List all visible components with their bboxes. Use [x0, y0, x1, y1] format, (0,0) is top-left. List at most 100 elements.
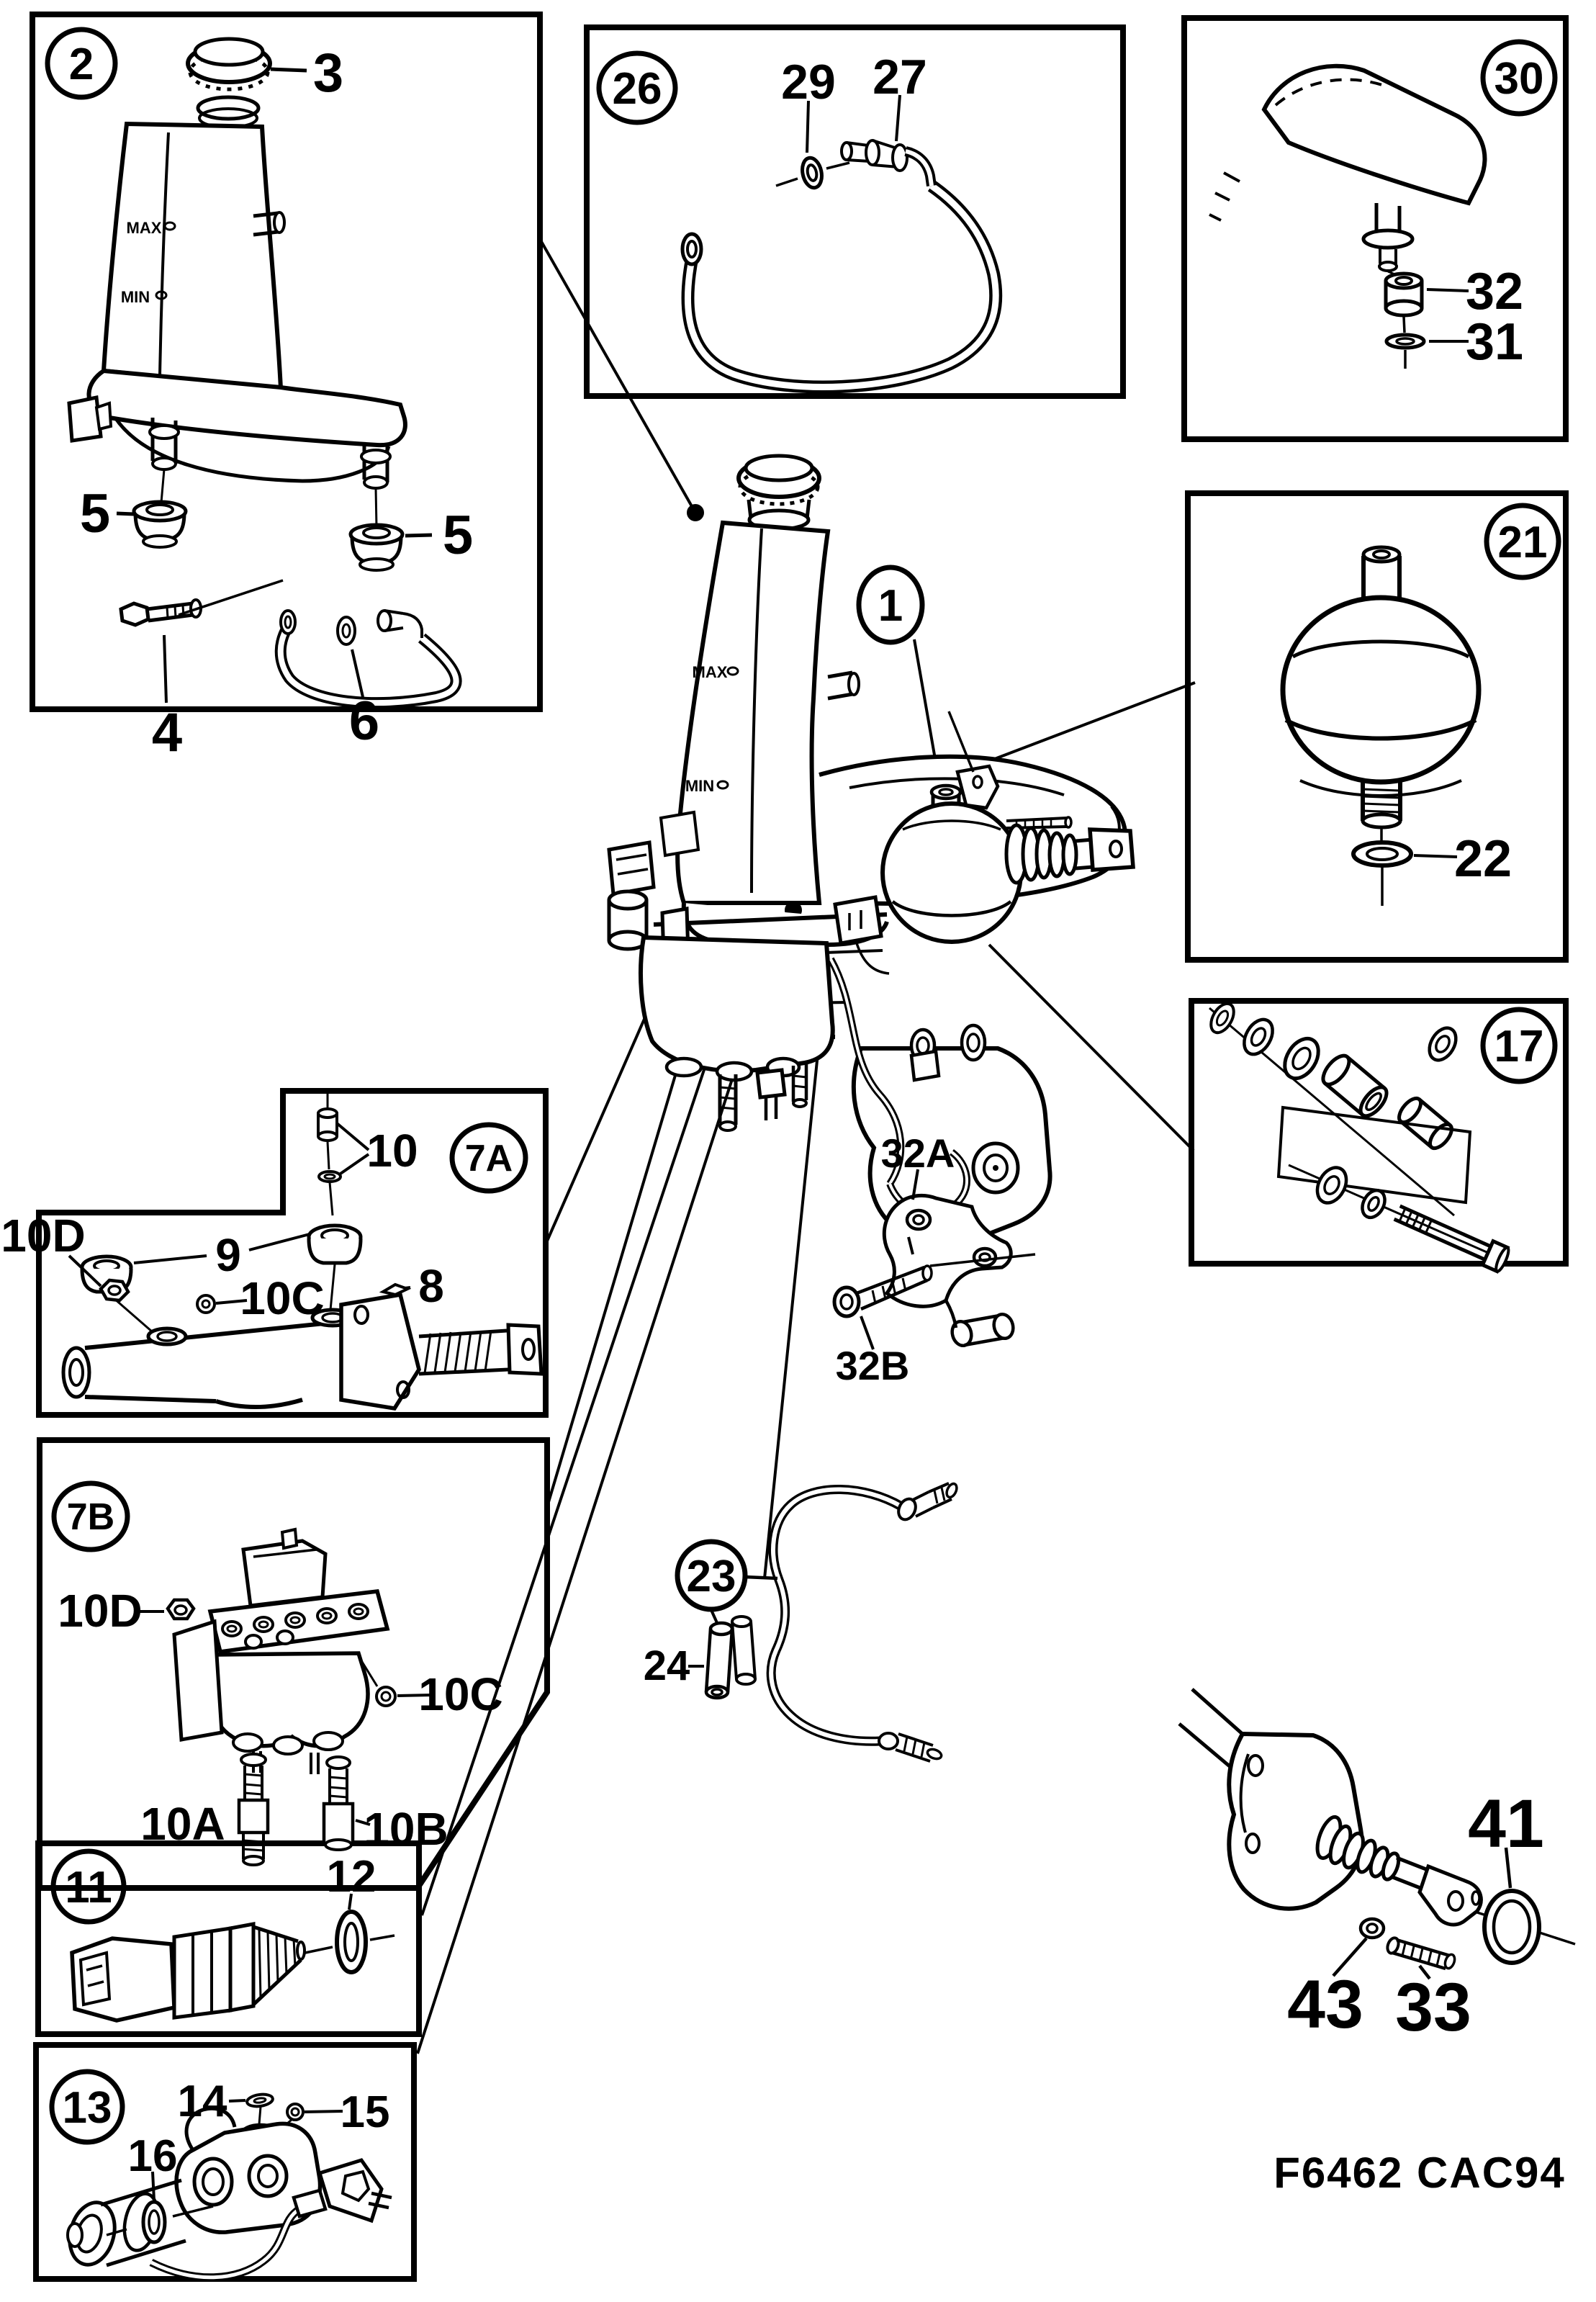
o-ring-10c-b — [357, 1655, 433, 1707]
figure-code: F6462 CAC94 — [1273, 2149, 1566, 2197]
grommet-right — [348, 523, 433, 572]
kit-piston-large — [1321, 1053, 1389, 1118]
panel-box-11 — [35, 1840, 422, 2037]
callout-circle-7b — [51, 1480, 130, 1552]
o-ring-12 — [305, 1893, 395, 1974]
seal-22 — [1351, 840, 1458, 906]
knuckle-body — [1227, 1731, 1364, 1911]
ghost-reservoir — [1261, 63, 1487, 206]
seal-ring-41 — [1476, 1847, 1576, 1965]
label-5-left: 5 — [80, 483, 110, 544]
bracket-bushing — [944, 1299, 1015, 1348]
plug-10a — [237, 1753, 270, 1866]
box11-group — [70, 1893, 395, 2023]
kit-seal-separate — [1428, 1026, 1458, 1062]
kit-cup-lower — [1315, 1166, 1348, 1205]
label-4: 4 — [152, 702, 182, 763]
nut-10d-b — [134, 1598, 196, 1621]
label-29: 29 — [781, 55, 836, 109]
callout-circle-1 — [856, 565, 925, 645]
sleeve-24 — [688, 1615, 757, 1700]
callout-7b: 7B — [67, 1496, 114, 1538]
panel-box-2 — [30, 12, 543, 712]
kit-seal-1 — [1209, 1002, 1235, 1035]
label-41: 41 — [1468, 1786, 1544, 1862]
box26-hose-group — [680, 94, 1003, 394]
nut-10d-a — [68, 1254, 130, 1303]
label-32a: 32A — [881, 1130, 955, 1176]
kit-seal-2 — [1243, 1017, 1274, 1056]
callout-2: 2 — [69, 40, 94, 89]
label-5-right: 5 — [443, 505, 473, 566]
panel-box-7a — [36, 1088, 549, 1418]
label-24: 24 — [644, 1642, 690, 1689]
label-9: 9 — [215, 1229, 241, 1281]
seal-31 — [1384, 333, 1469, 369]
panel-box-21 — [1185, 490, 1569, 963]
valve-block-7b — [172, 1527, 390, 1774]
seal-14 — [228, 2092, 274, 2125]
callout-11: 11 — [65, 1863, 112, 1912]
label-3: 3 — [313, 42, 343, 104]
max-mark: MAX — [127, 219, 162, 237]
panel-box-7b — [37, 1437, 550, 1891]
box2-reservoir-group: MAX MIN — [67, 37, 462, 709]
elbow-connector-27 — [840, 139, 937, 186]
callout-1: 1 — [878, 581, 903, 631]
panel-box-30 — [1181, 15, 1569, 442]
callout-circle-17 — [1480, 1007, 1558, 1084]
callout-circle-2 — [45, 27, 118, 100]
callout-circle-7a — [449, 1122, 528, 1194]
label-15: 15 — [341, 2087, 390, 2137]
label-10a: 10A — [140, 1798, 225, 1850]
bolt-32b — [832, 1264, 933, 1350]
callout-21: 21 — [1498, 518, 1548, 567]
bolt-4 — [119, 579, 284, 703]
plug-10b — [322, 1755, 371, 1851]
label-10c-7a: 10C — [240, 1272, 324, 1324]
label-10c-7b: 10C — [418, 1668, 502, 1720]
valve-block-lower — [639, 935, 835, 1132]
kit-10-parts — [317, 1092, 370, 1216]
label-43: 43 — [1287, 1966, 1363, 2043]
o-ring-16 — [106, 2171, 214, 2244]
washer-43 — [1332, 1917, 1386, 1977]
label-8: 8 — [418, 1260, 444, 1312]
pushrod — [1004, 816, 1135, 885]
max-mark-main: MAX — [693, 663, 728, 681]
outlet-spigot-right — [360, 442, 392, 528]
pipe-fitting-upper — [897, 1482, 958, 1521]
accumulator-sphere — [1280, 545, 1482, 841]
label-27: 27 — [873, 50, 927, 104]
pump-motor-13 — [66, 2178, 328, 2282]
pipe-23-group — [688, 1482, 958, 1763]
solenoid-left — [607, 810, 700, 951]
callout-30: 30 — [1494, 54, 1544, 104]
clevis — [1417, 1863, 1483, 1927]
valve-body-13 — [174, 2106, 392, 2234]
box21-accumulator-group — [1280, 545, 1482, 906]
stud-33 — [1386, 1936, 1456, 1980]
callout-circle-13 — [49, 2069, 125, 2145]
kit-seal-3 — [1283, 1036, 1320, 1081]
main-assembly-group: MAX MIN — [607, 454, 1135, 1274]
label-31: 31 — [1466, 313, 1523, 371]
label-12: 12 — [327, 1852, 377, 1902]
label-10b: 10B — [364, 1803, 448, 1855]
box17-repair-kit-group — [1209, 1002, 1510, 1274]
label-10d-7b: 10D — [58, 1585, 142, 1637]
pipe-fitting-lower — [878, 1732, 943, 1763]
callout-circle-11 — [50, 1848, 127, 1925]
label-33: 33 — [1395, 1969, 1471, 2046]
callout-circle-26 — [596, 50, 678, 125]
kit-gasket — [1276, 1105, 1472, 1205]
label-32b: 32B — [836, 1343, 910, 1388]
cup-seal-right — [307, 1223, 363, 1318]
seal-washer-29 — [775, 156, 850, 190]
reservoir-spigot — [1361, 203, 1415, 276]
text-labels: 2 26 30 21 17 1 7A 7B 11 13 23 3 5 5 4 6… — [1, 40, 1566, 2197]
callout-23: 23 — [687, 1552, 736, 1601]
label-16: 16 — [128, 2131, 178, 2181]
callout-13: 13 — [63, 2083, 112, 2133]
